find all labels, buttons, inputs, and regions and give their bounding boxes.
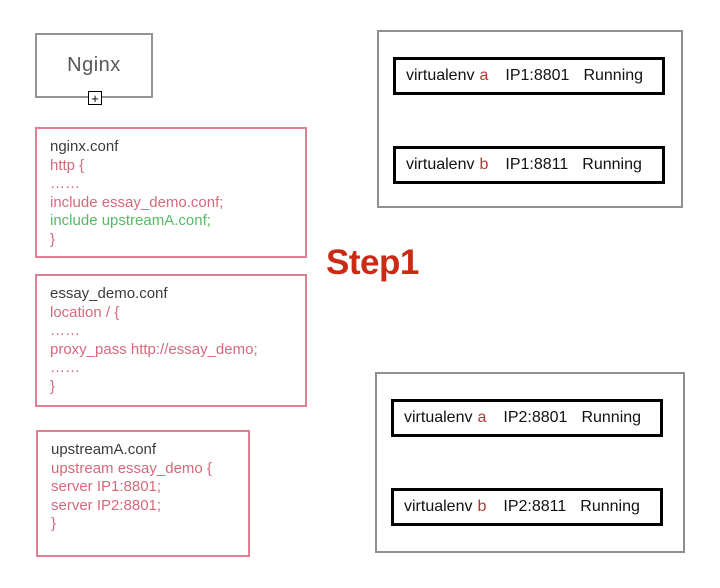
instance-variant: b — [477, 498, 487, 515]
instance-name: virtualenv — [404, 498, 473, 515]
config-line: } — [50, 230, 56, 248]
server-group-ip2: virtualenv a IP2:8801 Running virtualenv… — [375, 372, 685, 553]
instance-variant: a — [479, 67, 489, 84]
config-box-upstreamA-conf: upstreamA.conf upstream essay_demo { ser… — [36, 430, 250, 557]
server-group-ip1: virtualenv a IP1:8801 Running virtualenv… — [377, 30, 683, 208]
config-file-name: essay_demo.conf — [50, 285, 168, 302]
config-line: proxy_pass http://essay_demo; — [50, 340, 258, 358]
virtualenv-instance: virtualenv a IP1:8801 Running — [393, 57, 665, 95]
virtualenv-instance: virtualenv b IP1:8811 Running — [393, 146, 665, 184]
config-box-essay-demo-conf: essay_demo.conf location / { …… proxy_pa… — [35, 274, 307, 407]
instance-address: IP1:8811 — [505, 156, 569, 173]
config-line: location / { — [50, 303, 120, 321]
config-file-name: nginx.conf — [50, 138, 119, 155]
instance-status: Running — [581, 409, 642, 426]
instance-address: IP2:8811 — [503, 498, 567, 515]
config-line: server IP1:8801; — [51, 478, 162, 495]
config-line: server IP2:8801; — [51, 496, 162, 514]
config-line: include essay_demo.conf; — [50, 193, 224, 211]
config-box-nginx-conf: nginx.conf http { …… include essay_demo.… — [35, 127, 307, 258]
config-line: …… — [50, 359, 80, 376]
config-line: } — [51, 515, 57, 532]
instance-address: IP1:8801 — [505, 67, 570, 84]
config-line: …… — [50, 322, 80, 339]
config-line: } — [50, 377, 56, 395]
config-line: upstream essay_demo { — [51, 459, 212, 477]
config-line: …… — [50, 175, 80, 192]
virtualenv-instance: virtualenv b IP2:8811 Running — [391, 488, 663, 526]
config-file-name: upstreamA.conf — [51, 441, 157, 458]
config-line: http { — [50, 156, 85, 174]
plus-glyph: + — [91, 90, 99, 106]
config-line: include upstreamA.conf; — [50, 212, 211, 229]
instance-status: Running — [583, 67, 644, 84]
nginx-node-label: Nginx — [67, 54, 121, 76]
instance-name: virtualenv — [406, 67, 475, 84]
virtualenv-instance: virtualenv a IP2:8801 Running — [391, 399, 663, 437]
instance-name: virtualenv — [406, 156, 475, 173]
instance-variant: a — [477, 409, 487, 426]
expand-plus-icon[interactable]: + — [88, 91, 102, 105]
instance-status: Running — [580, 498, 640, 515]
instance-address: IP2:8801 — [503, 409, 568, 426]
instance-name: virtualenv — [404, 409, 473, 426]
instance-variant: b — [479, 156, 489, 173]
instance-status: Running — [582, 156, 642, 173]
nginx-node: Nginx — [35, 33, 153, 98]
step-label: Step1 — [326, 243, 419, 282]
